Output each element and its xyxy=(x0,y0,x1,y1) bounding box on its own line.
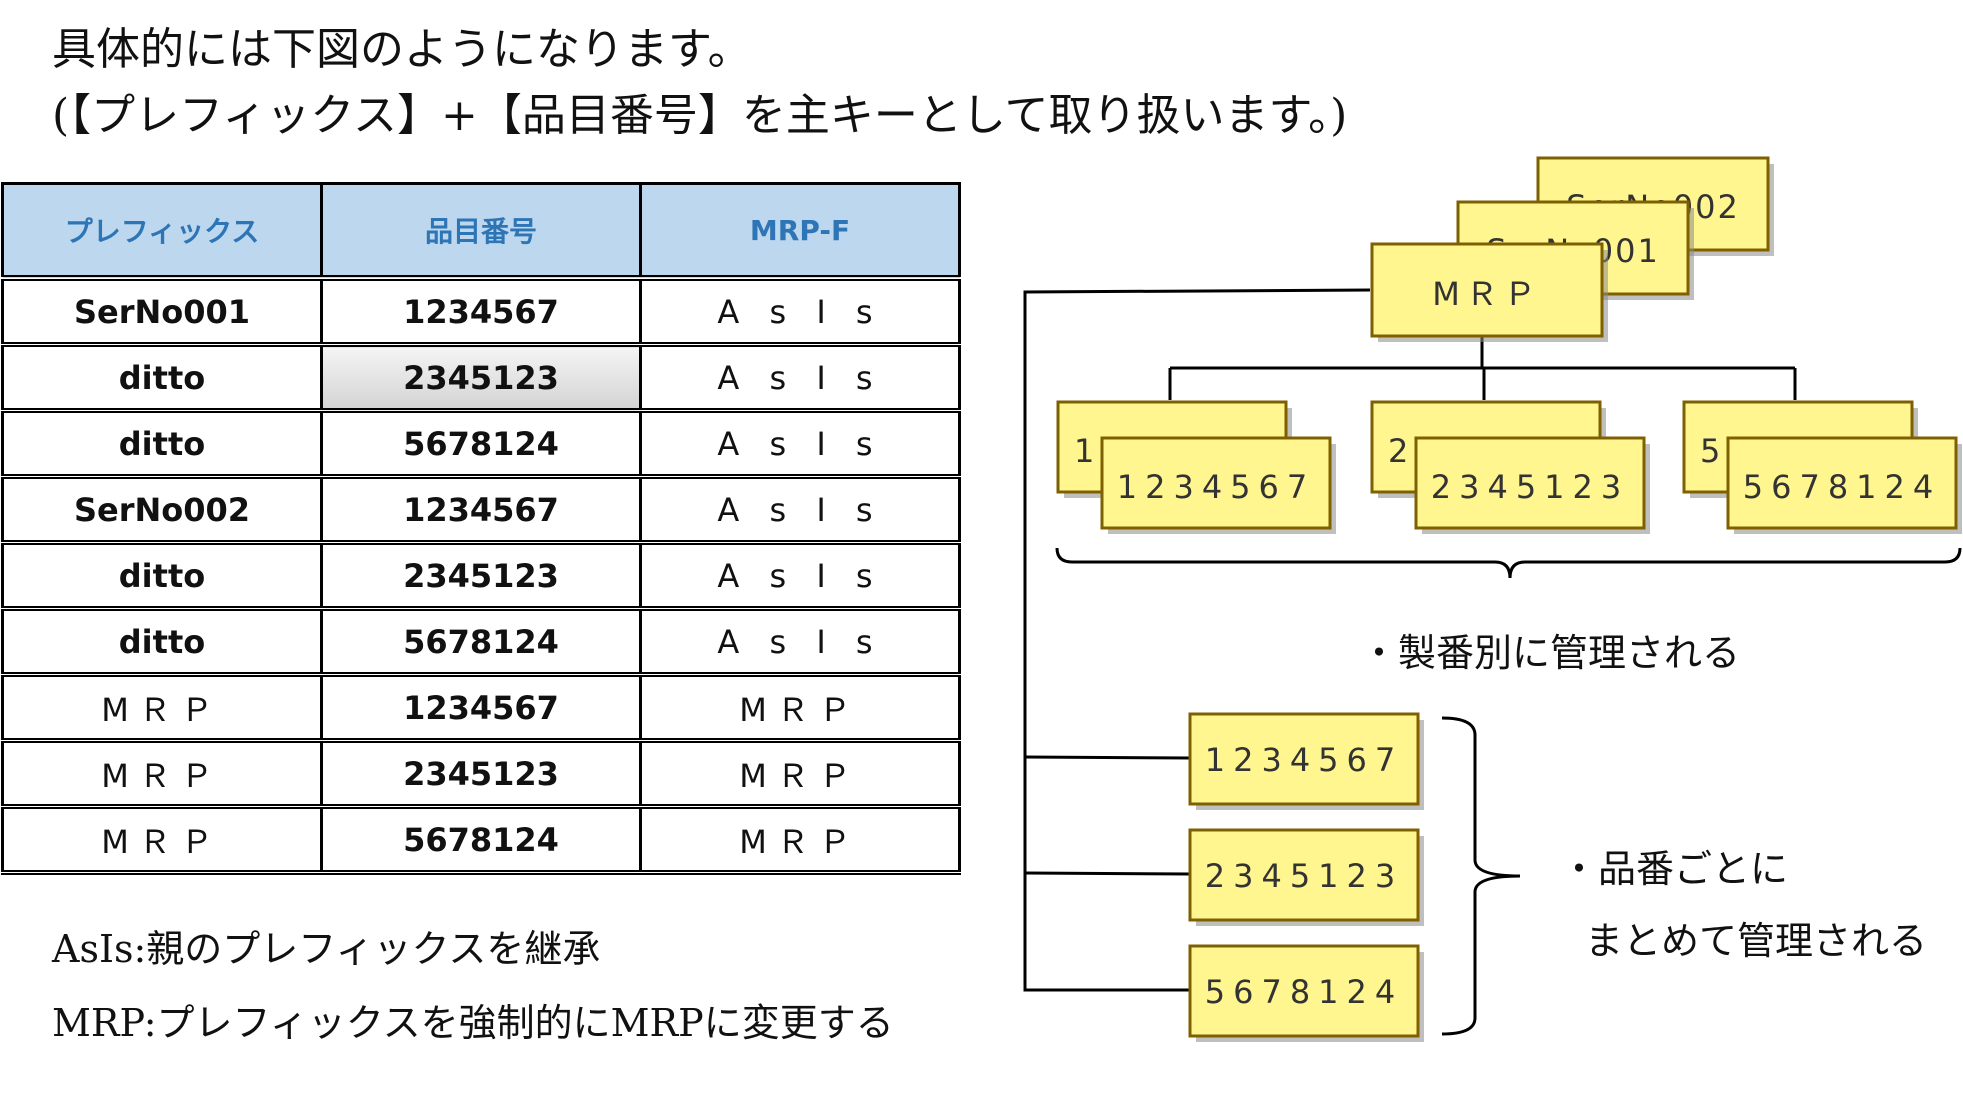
cell-mrp-f: A s I s xyxy=(639,475,961,545)
header-prefix: プレフィックス xyxy=(1,182,323,281)
note-serial: ・製番別に管理される xyxy=(1360,631,1741,675)
cell-item-number: 5678124 xyxy=(320,805,642,875)
header-item-number: 品目番号 xyxy=(320,182,642,281)
cell-item-number-selected[interactable]: 2345123 xyxy=(320,343,642,413)
cell-mrp-f: MＲＰ xyxy=(639,673,961,743)
parent-box-mrp-label: MＲＰ xyxy=(1432,275,1542,313)
cell-mrp-f: MＲＰ xyxy=(639,739,961,809)
mrp-child-box-1-label: 1234567 xyxy=(1205,741,1404,779)
child-front-box-2: 2345123 xyxy=(1414,436,1650,534)
table-row: SerNo002 1234567 A s I s xyxy=(1,475,961,545)
branch-line-1 xyxy=(1024,755,1191,760)
table-row: ditto 2345123 A s I s xyxy=(1,343,961,413)
cell-mrp-f: MＲＰ xyxy=(639,805,961,875)
parent-box-mrp: MＲＰ xyxy=(1370,242,1608,342)
mrp-child-box-3-label: 5678124 xyxy=(1205,973,1404,1011)
table-row: MＲＰ 5678124 MＲＰ xyxy=(1,805,961,875)
cell-prefix: MＲＰ xyxy=(1,739,323,809)
child-front-box-1: 1234567 xyxy=(1100,436,1336,534)
mrp-child-box-2-label: 2345123 xyxy=(1205,857,1404,895)
brace-mrp xyxy=(1441,716,1521,1036)
mrp-child-box-2-rect xyxy=(1188,828,1420,922)
note-mrp-line1: ・品番ごとに xyxy=(1560,847,1789,891)
cell-prefix: MＲＰ xyxy=(1,805,323,875)
cell-mrp-f: A s I s xyxy=(639,343,961,413)
parent-box-mrp-rect xyxy=(1370,242,1604,338)
cell-item-number: 2345123 xyxy=(320,541,642,611)
mrp-child-box-1: 1234567 xyxy=(1188,712,1424,810)
cell-mrp-f: A s I s xyxy=(639,607,961,677)
child-front-box-3: 5678124 xyxy=(1726,436,1962,534)
child-front-box-3-label: 5678124 xyxy=(1743,468,1942,506)
cell-prefix: ditto xyxy=(1,541,323,611)
child-front-box-1-rect xyxy=(1100,436,1332,530)
mrp-child-box-3-rect xyxy=(1188,944,1420,1038)
table-row: MＲＰ 2345123 MＲＰ xyxy=(1,739,961,809)
table-row: ditto 5678124 A s I s xyxy=(1,409,961,479)
cell-item-number: 5678124 xyxy=(320,607,642,677)
branch-line-2 xyxy=(1024,871,1191,876)
note-mrp-line2: まとめて管理される xyxy=(1585,919,1928,963)
brace-serial xyxy=(1055,547,1962,579)
prefix-item-table: プレフィックス 品目番号 MRP-F SerNo001 1234567 A s … xyxy=(1,182,961,875)
legend-mrp: MRP:プレフィックスを強制的にMRPに変更する xyxy=(52,1001,894,1045)
heading-line-2: (【プレフィックス】+【品目番号】を主キーとして取り扱います。) xyxy=(52,90,1348,141)
connector-lines xyxy=(1023,288,1962,1036)
mrp-child-box-2: 2345123 xyxy=(1188,828,1424,926)
cell-item-number: 1234567 xyxy=(320,673,642,743)
cell-prefix: MＲＰ xyxy=(1,673,323,743)
child-front-box-3-rect xyxy=(1726,436,1958,530)
child-back-box-2-label: 2 xyxy=(1388,432,1408,470)
child-front-box-2-rect xyxy=(1414,436,1646,530)
cell-prefix: ditto xyxy=(1,607,323,677)
table-row: MＲＰ 1234567 MＲＰ xyxy=(1,673,961,743)
child-front-box-2-label: 2345123 xyxy=(1431,468,1630,506)
cell-prefix: SerNo002 xyxy=(1,475,323,545)
heading-line-1: 具体的には下図のようになります。 xyxy=(52,24,752,75)
cell-item-number: 1234567 xyxy=(320,276,642,347)
cell-prefix: ditto xyxy=(1,343,323,413)
cell-prefix: ditto xyxy=(1,409,323,479)
cell-mrp-f: A s I s xyxy=(639,409,961,479)
table-row: ditto 2345123 A s I s xyxy=(1,541,961,611)
child-front-box-1-label: 1234567 xyxy=(1117,468,1316,506)
child-back-box-3-label: 5 xyxy=(1700,432,1720,470)
legend-asis: AsIs:親のプレフィックスを継承 xyxy=(52,927,601,971)
header-mrp-f: MRP-F xyxy=(639,182,961,281)
cell-mrp-f: A s I s xyxy=(639,276,961,347)
cell-prefix: SerNo001 xyxy=(1,276,323,347)
cell-item-number: 1234567 xyxy=(320,475,642,545)
cell-mrp-f: A s I s xyxy=(639,541,961,611)
table-row: SerNo001 1234567 A s I s xyxy=(1,276,961,347)
child-back-box-1-label: 1 xyxy=(1074,432,1094,470)
spine-line xyxy=(1023,288,1371,992)
yellow-boxes: SerNo002SerNo001MＲＰ112345672234512355678… xyxy=(1056,156,1962,1042)
mrp-child-box-1-rect xyxy=(1188,712,1420,806)
table-row: ditto 5678124 A s I s xyxy=(1,607,961,677)
cell-item-number: 2345123 xyxy=(320,739,642,809)
cell-item-number: 5678124 xyxy=(320,409,642,479)
mrp-child-box-3: 5678124 xyxy=(1188,944,1424,1042)
table-header-row: プレフィックス 品目番号 MRP-F xyxy=(1,182,961,281)
